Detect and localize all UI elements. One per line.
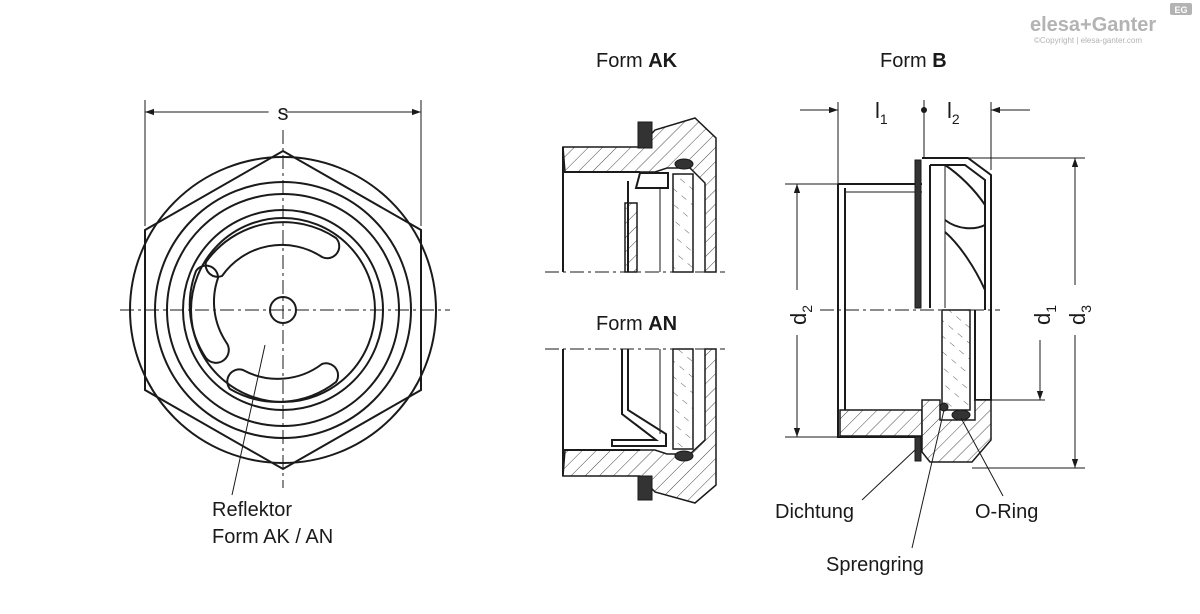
form-b-section: Form B l1 l2 d2 [775, 50, 1094, 576]
label-reflektor-form: Form AK / AN [212, 526, 333, 548]
reflector-slot [188, 264, 230, 364]
title-form-b: Form B [880, 50, 947, 72]
hexagon-outline [144, 149, 422, 471]
dimension-d2: d2 [786, 305, 815, 325]
ak-reflector [624, 202, 638, 273]
dimension-d1: d1 [1030, 305, 1059, 325]
front-view: s s Reflektor Form AK / AN [120, 97, 450, 548]
dimension-l2: l2 [947, 98, 960, 127]
reflector-slot [204, 221, 341, 278]
ak-o-ring [674, 158, 694, 170]
brand-badge-icon [1170, 3, 1192, 15]
an-glass [672, 348, 694, 450]
b-seal-bottom [914, 436, 922, 462]
svg-text:s: s [272, 101, 283, 126]
b-glass [941, 309, 971, 411]
label-o-ring: O-Ring [975, 501, 1038, 523]
title-form-ak: Form AK [596, 50, 678, 72]
b-seal-top [914, 159, 922, 309]
an-reflector [611, 349, 667, 447]
brand-badge-text: EG [1174, 5, 1187, 15]
outer-flange-circle [129, 156, 437, 464]
ak-glass [672, 173, 694, 273]
title-form-an: Form AN [596, 313, 677, 335]
label-sprengring: Sprengring [826, 554, 924, 576]
center-hole [269, 296, 297, 324]
an-seal [637, 475, 653, 501]
label-reflektor: Reflektor [212, 499, 292, 521]
an-o-ring [674, 450, 694, 462]
brand-wordmark: elesa+Ganter [1030, 14, 1156, 36]
b-snap-ring [939, 402, 949, 412]
brand-logo: elesa+Ganter EG ©Copyright | elesa-gante… [1030, 3, 1192, 45]
ak-seal [637, 121, 653, 149]
form-an-section: Form AN [545, 313, 725, 504]
dimension-s: s [278, 100, 289, 125]
dimension-l1: l1 [875, 98, 888, 127]
form-ak-section: Form AK [545, 50, 725, 273]
reflector-slot [226, 362, 339, 403]
b-thread-section [839, 409, 923, 437]
label-dichtung: Dichtung [775, 501, 854, 523]
b-o-ring [951, 409, 971, 421]
dimension-d3: d3 [1065, 305, 1094, 325]
b-head-section [921, 399, 992, 463]
b-head [922, 157, 992, 401]
brand-copyright: ©Copyright | elesa-ganter.com [1034, 36, 1142, 45]
